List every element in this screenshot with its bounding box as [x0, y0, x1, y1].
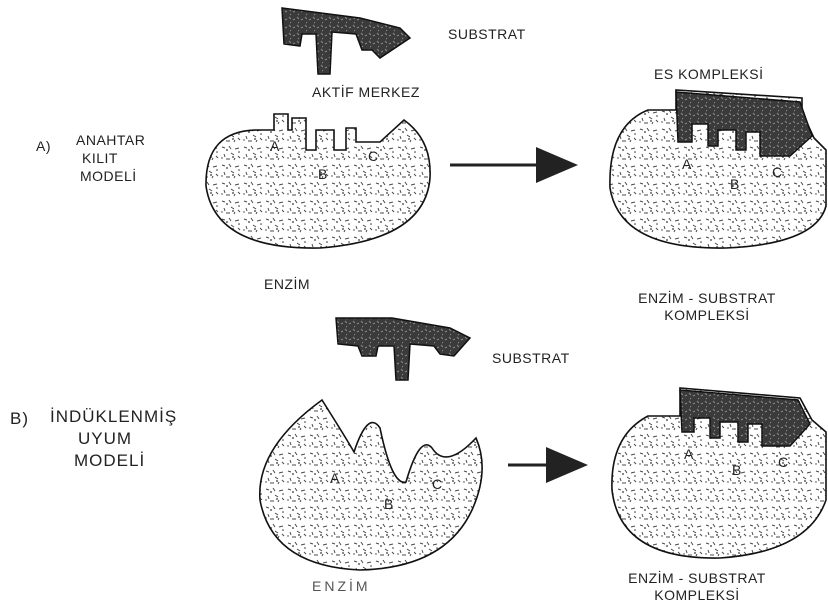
site-letter-c-model-b: C — [432, 476, 443, 493]
complex-label-b-line-2: KOMPLEKSİ — [622, 587, 772, 604]
model-a-letter: A) — [36, 138, 51, 155]
model-a-title-line-2: KILIT — [82, 150, 118, 167]
substrate-label-a: SUBSTRAT — [448, 26, 526, 43]
enzyme-label-b: ENZİM — [312, 578, 371, 595]
es-site-letter-a-model-b: A — [684, 446, 694, 463]
site-letter-b-model-b: B — [384, 496, 394, 513]
model-b-title-line-2: UYUM — [78, 428, 132, 449]
complex-label-a-line-2: KOMPLEKSİ — [632, 307, 782, 324]
enzyme-shape-b — [260, 400, 482, 570]
model-b-letter: B) — [10, 408, 29, 429]
model-b-title-line-1: İNDÜKLENMİŞ — [50, 406, 177, 427]
site-letter-a-model-b: A — [330, 470, 340, 487]
substrate-shape-b — [336, 318, 470, 380]
model-a-title-line-3: MODELİ — [80, 168, 137, 185]
complex-label-a-line-1: ENZİM - SUBSTRAT — [632, 290, 782, 307]
active-site-label: AKTİF MERKEZ — [312, 84, 420, 101]
es-complex-label: ES KOMPLEKSİ — [654, 66, 763, 83]
complex-label-b-line-1: ENZİM - SUBSTRAT — [622, 570, 772, 587]
es-site-letter-c-model-b: C — [778, 454, 789, 471]
es-site-letter-c-model-a: C — [772, 164, 783, 181]
es-site-letter-a-model-a: A — [682, 156, 692, 173]
substrate-shape-a — [282, 8, 410, 74]
model-a-title-line-1: ANAHTAR — [76, 132, 145, 149]
enzyme-label-a: ENZİM — [264, 276, 310, 293]
model-b-title-line-3: MODELİ — [74, 450, 145, 471]
es-site-letter-b-model-a: B — [730, 176, 740, 193]
site-letter-c-model-a: C — [368, 148, 379, 165]
es-site-letter-b-model-b: B — [732, 462, 742, 479]
site-letter-a-model-a: A — [270, 138, 280, 155]
site-letter-b-model-a: B — [318, 166, 328, 183]
substrate-label-b: SUBSTRAT — [492, 350, 570, 367]
